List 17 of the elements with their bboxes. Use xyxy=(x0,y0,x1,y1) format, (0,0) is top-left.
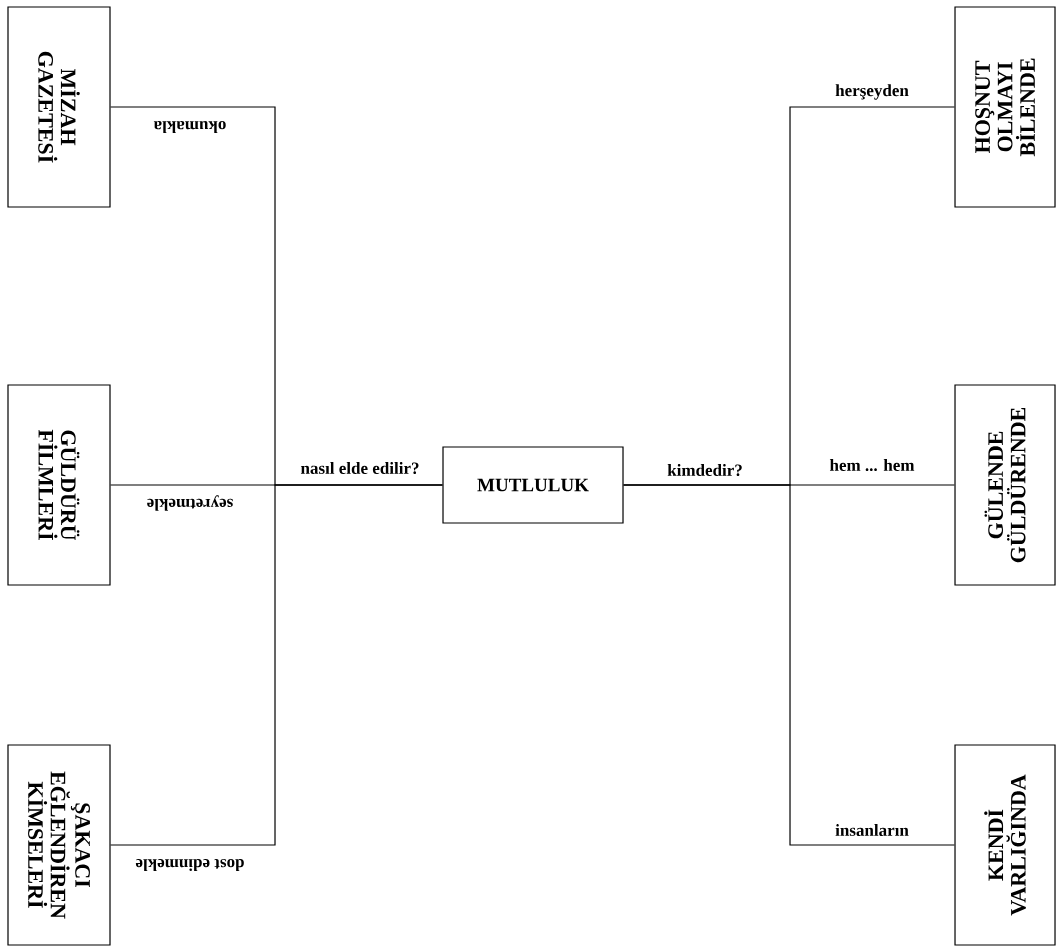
text-box: ŞAKACI EĞLENDİREN KİMSELERİ xyxy=(7,744,111,946)
line-label: nasıl elde edilir? xyxy=(300,462,419,474)
edge-label: okumakla xyxy=(153,121,226,133)
edge-label: seyretmekle xyxy=(147,495,233,511)
line-label: kimdedir? xyxy=(667,464,742,476)
text-box: KENDİ VARLIĞINDA xyxy=(954,744,1056,946)
connector-line xyxy=(110,484,443,846)
edge-label: herşeyden xyxy=(835,84,909,100)
text-box: GÜLENDE GÜLDÜRENDE xyxy=(954,384,1056,586)
text-box: HOŞNUT OLMAYI BİLENDE xyxy=(954,6,1056,208)
text-box: GÜLDÜRÜ FİLMLERİ xyxy=(7,384,111,586)
text-box: MİZAH GAZETESİ xyxy=(7,6,111,208)
edge-label: insanların xyxy=(835,824,909,836)
edge-label: dost edinmekle xyxy=(135,859,244,871)
text-box: MUTLULUK xyxy=(442,446,624,524)
connector-line xyxy=(623,484,955,846)
edge-label: hem ... hem xyxy=(829,459,915,471)
